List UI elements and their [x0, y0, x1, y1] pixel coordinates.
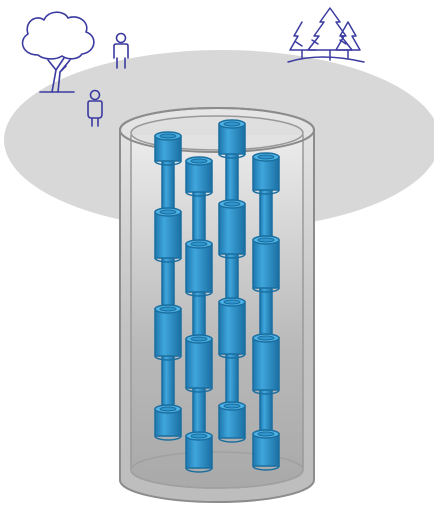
- rod-segment: [252, 429, 280, 471]
- fuel-rod: [154, 131, 182, 441]
- fuel-rod: [185, 156, 213, 473]
- fuel-rod: [252, 152, 280, 471]
- fuel-rod: [218, 119, 246, 443]
- rod-segment: [185, 431, 213, 473]
- forest-icon: [287, 7, 365, 63]
- rod-segment: [185, 156, 213, 197]
- person-icon: [113, 32, 129, 69]
- rod-segment: [154, 304, 182, 361]
- rod-segment: [218, 119, 246, 159]
- person-icon: [87, 89, 103, 127]
- rod-segment: [218, 199, 246, 259]
- vessel-rim-outer: [119, 107, 315, 153]
- rod-segment: [252, 152, 280, 195]
- rod-segment: [218, 401, 246, 443]
- rod-core: [259, 160, 273, 463]
- rod-segment: [154, 404, 182, 441]
- rod-segment: [218, 297, 246, 359]
- rod-core: [225, 127, 239, 435]
- rod-segment: [154, 207, 182, 263]
- vessel-bottom-edge: [130, 451, 304, 489]
- tree-icon: [21, 11, 95, 93]
- rod-core: [192, 164, 206, 465]
- rod-segment: [252, 333, 280, 395]
- rod-segment: [185, 334, 213, 393]
- rod-core: [161, 135, 175, 433]
- vessel: [119, 107, 315, 503]
- fuel-rod-assembly: [154, 119, 280, 473]
- rod-segment: [154, 131, 182, 166]
- rod-segment: [252, 235, 280, 293]
- rod-segment: [185, 239, 213, 297]
